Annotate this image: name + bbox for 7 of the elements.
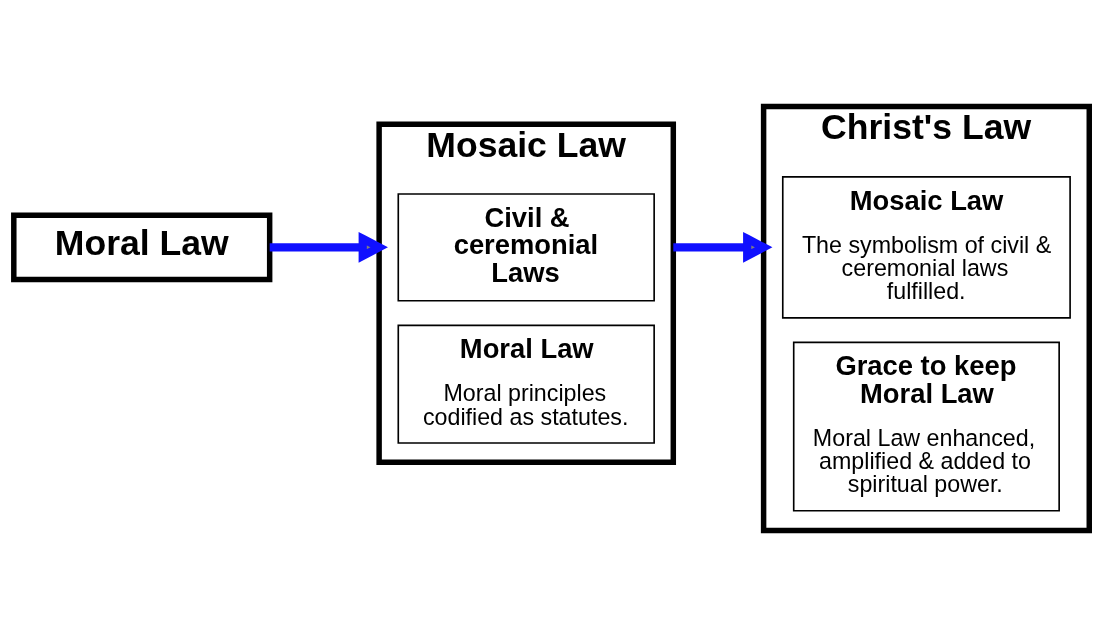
arrow bbox=[673, 231, 773, 263]
arrow bbox=[269, 231, 388, 263]
node-box: Moral Law Moral principles codified as statutes. bbox=[397, 324, 655, 444]
node-box: Mosaic Law The symbolism of civil & ceremonial laws fulfilled. bbox=[781, 175, 1071, 319]
node-box: Grace to keep Moral Law Moral Law enhanced, amplified & added to spiritual power. bbox=[792, 341, 1060, 512]
node-box: Civil & ceremonial Laws bbox=[397, 192, 655, 302]
node-box: Moral Law bbox=[11, 211, 273, 282]
